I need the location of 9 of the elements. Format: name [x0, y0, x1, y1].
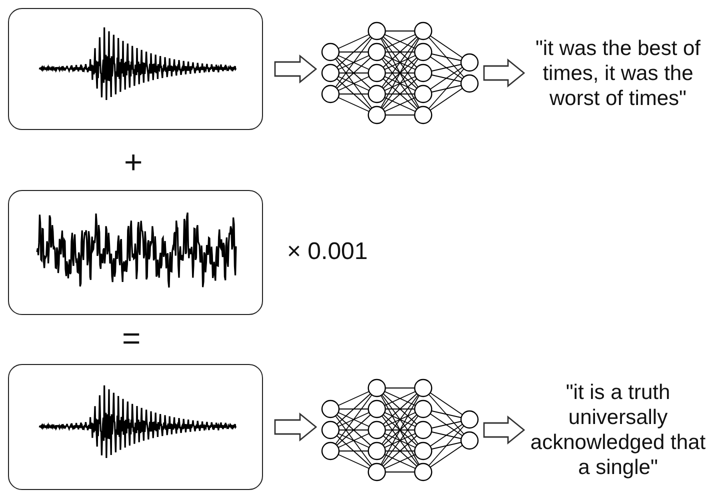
block-arrow [274, 54, 318, 84]
quote-text: "it is a truth universally acknowledged that a single" [522, 374, 714, 486]
operator-label: × 0.001 [287, 238, 368, 266]
operator-label: = [122, 320, 141, 357]
block-arrow [483, 58, 526, 88]
block-arrow [483, 416, 526, 444]
block-arrow [274, 412, 318, 442]
quote-text: "it was the best of times, it was the worst of times" [522, 18, 714, 128]
operator-label: + [124, 144, 143, 181]
